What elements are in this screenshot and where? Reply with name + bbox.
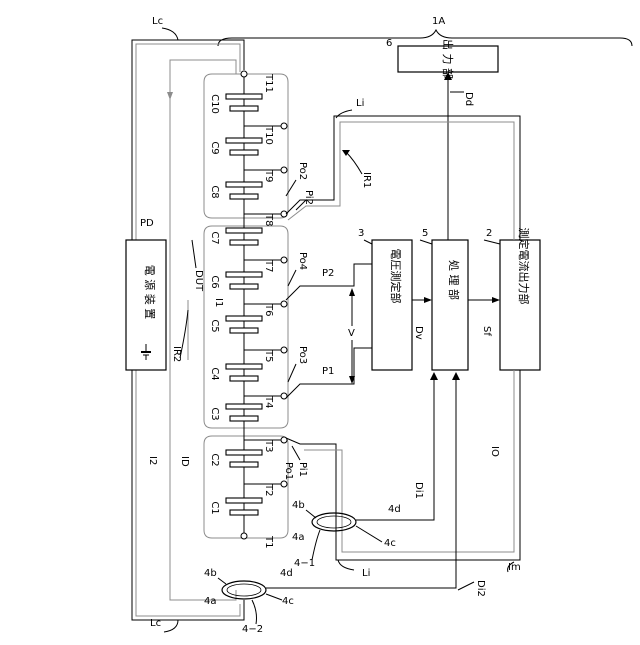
terminal-label: T9: [263, 169, 274, 182]
terminal-label: T7: [263, 259, 274, 272]
cell-c2: C2: [209, 450, 262, 467]
cell-label: C7: [209, 231, 220, 244]
terminal-t6: T6: [244, 301, 287, 316]
terminal-label: T3: [263, 439, 274, 452]
terminal-label: T1: [263, 535, 274, 548]
cell-label: C10: [209, 94, 220, 114]
pi2-label: Pi2: [303, 190, 314, 205]
cell-c1: C1: [209, 498, 262, 515]
cell-c4: C4: [209, 364, 262, 381]
terminal-label: T10: [263, 125, 274, 145]
current-output-label: 測定電流出力部: [517, 228, 531, 305]
po2-label: Po2: [297, 162, 308, 180]
cell-c6: C6: [209, 272, 262, 289]
pd-label: PD: [140, 218, 154, 229]
di2-line: [266, 378, 456, 588]
li-cable: [286, 116, 520, 240]
i1-label: I1: [213, 298, 224, 307]
cell-label: C5: [209, 319, 220, 332]
cell-c10: C10: [209, 94, 262, 114]
cell-label: C2: [209, 453, 220, 466]
terminal-t9: T9: [244, 167, 287, 182]
po3-label: Po3: [297, 346, 308, 364]
cell-c7: C7: [209, 228, 262, 245]
processing-unit-label: 処 理 部: [447, 260, 461, 300]
ir1-label: IR1: [361, 172, 372, 188]
system-brace: [218, 30, 632, 46]
voltage-meter-number: 3: [358, 228, 364, 239]
di2-label: Di2: [475, 580, 486, 597]
po4-label: Po4: [297, 252, 308, 270]
current-sensor-4-2: [222, 581, 266, 599]
cell-label: C8: [209, 185, 220, 198]
dd-label: Dd: [463, 92, 474, 106]
terminal-label: T11: [263, 73, 274, 93]
terminal-t2: T2: [244, 481, 287, 496]
di1-label: Di1: [413, 482, 424, 499]
terminal-label: T5: [263, 349, 274, 362]
terminal-label: T2: [263, 483, 274, 496]
dut-label: DUT: [193, 270, 204, 292]
cell-label: C4: [209, 367, 220, 380]
li-top-label: Li: [356, 98, 364, 109]
cell-label: C6: [209, 275, 220, 288]
sensor-4-1-4c: 4c: [384, 538, 396, 549]
io-label: IO: [489, 446, 500, 457]
cell-label: C1: [209, 501, 220, 514]
cell-c9: C9: [209, 138, 262, 155]
terminal-label: T8: [263, 213, 274, 226]
sf-label: Sf: [481, 326, 492, 336]
i2-label: I2: [147, 456, 158, 465]
terminal-t1: T1: [241, 533, 274, 548]
sensor-4-2-4b: 4b: [204, 568, 217, 579]
power-supply-label: 電 源 装 置: [143, 265, 157, 320]
terminal-t7: T7: [244, 257, 287, 272]
li-bottom-label: Li: [362, 568, 370, 579]
sensor-4-1-4b: 4b: [292, 500, 305, 511]
po1-label: Po1: [283, 462, 294, 480]
cell-label: C9: [209, 141, 220, 154]
current-output-number: 2: [486, 228, 492, 239]
pi1-label: Pi1: [297, 462, 308, 477]
sensor-4-2-4d: 4d: [280, 568, 293, 579]
terminal-t5: T5: [244, 347, 287, 362]
cell-label: C3: [209, 407, 220, 420]
voltage-meter-label: 電圧測定部: [389, 249, 403, 304]
sensor-4-1-4a: 4a: [292, 532, 305, 543]
terminal-label: T4: [263, 395, 274, 408]
p1-label: P1: [322, 366, 334, 377]
output-unit-number: 6: [386, 38, 392, 49]
cell-c3: C3: [209, 404, 262, 421]
dv-label: Dv: [413, 326, 424, 340]
sensor-4-2-4a: 4a: [204, 596, 217, 607]
lc-bottom-label: Lc: [150, 618, 161, 629]
id-label: ID: [179, 456, 190, 467]
cell-c5: C5: [209, 316, 262, 333]
sensor-4-1-4d: 4d: [388, 504, 401, 515]
system-label: 1A: [432, 16, 445, 27]
im-label: Im: [508, 562, 521, 573]
cell-c8: C8: [209, 182, 262, 199]
terminal-t8: T8: [244, 211, 287, 226]
lc-top-label: Lc: [152, 16, 163, 27]
terminal-label: T6: [263, 303, 274, 316]
p2-label: P2: [322, 268, 334, 279]
current-sensor-4-1: [312, 513, 356, 531]
v-label: V: [348, 328, 355, 339]
sensor-4-2-label: 4−2: [242, 624, 263, 635]
sensor-4-2-4c: 4c: [282, 596, 294, 607]
processing-unit-number: 5: [422, 228, 428, 239]
